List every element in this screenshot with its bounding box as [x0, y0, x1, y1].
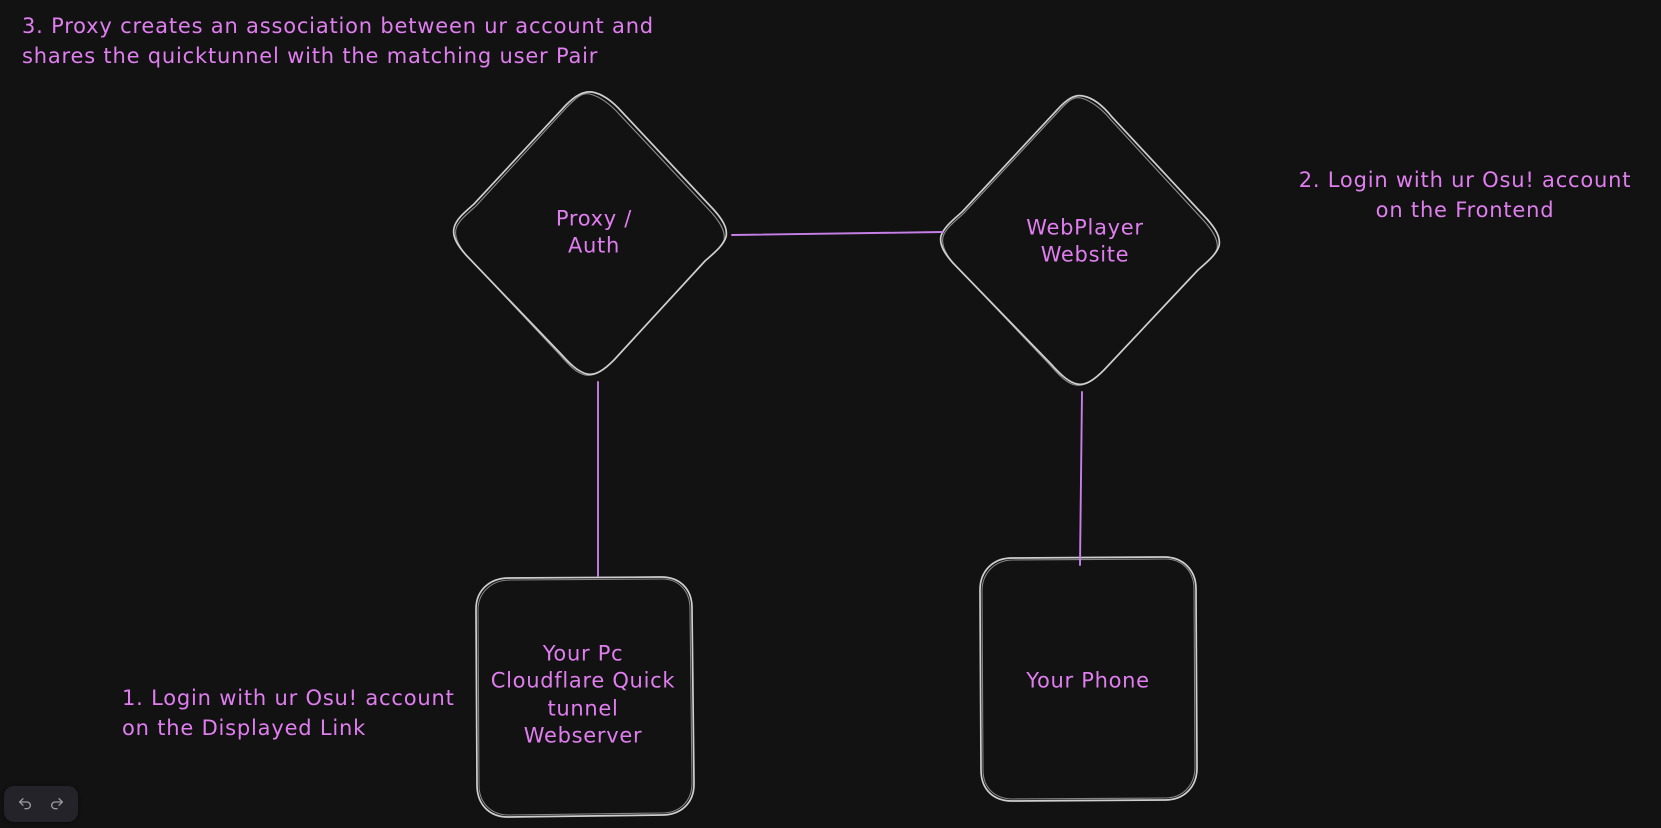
history-toolbar [4, 786, 78, 822]
node-your-phone[interactable] [979, 556, 1198, 802]
undo-button[interactable] [10, 791, 40, 817]
node-your-pc[interactable] [475, 576, 695, 818]
node-webplayer-website[interactable] [939, 94, 1221, 386]
redo-arrow-icon [49, 796, 65, 812]
edge-webplayer-yourphone[interactable] [1079, 391, 1083, 566]
redo-button[interactable] [42, 791, 72, 817]
node-proxy-auth[interactable] [452, 91, 728, 376]
edge-proxy-webplayer[interactable] [731, 231, 944, 236]
undo-arrow-icon [17, 796, 33, 812]
